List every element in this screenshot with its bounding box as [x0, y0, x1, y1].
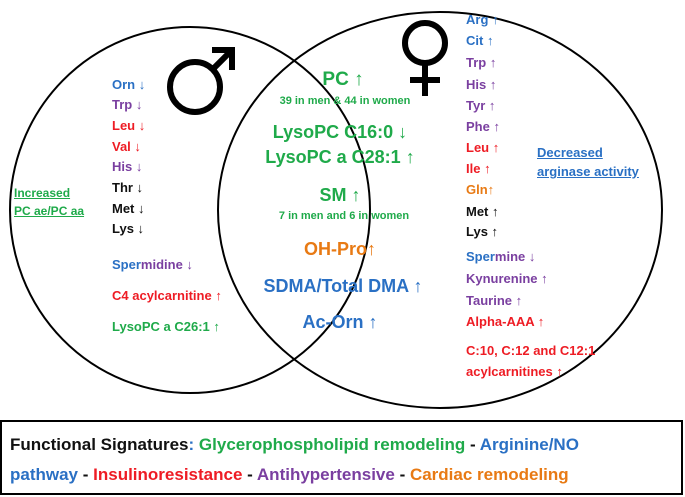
men-item-leu: Leu ↓ — [112, 118, 146, 133]
men-item-his: His ↓ — [112, 159, 143, 174]
men-item-met: Met ↓ — [112, 201, 145, 216]
women-item-arg: Arg ↑ — [466, 12, 499, 27]
legend-colon: : — [188, 435, 199, 454]
women-item-met: Met ↑ — [466, 204, 499, 219]
both-acorn: Ac-Orn ↑ — [302, 312, 378, 332]
women-item-his: His ↑ — [466, 77, 497, 92]
legend-sep-4: - — [394, 465, 410, 484]
both-pc-note: 39 in men & 44 in women — [279, 95, 411, 107]
women-item-lys: Lys ↑ — [466, 224, 499, 239]
male-symbol-icon — [167, 47, 235, 115]
women-side-label-2: arginase activity — [537, 164, 639, 179]
women-item-kynurenine: Kynurenine ↑ — [466, 271, 548, 286]
female-symbol-icon — [402, 20, 448, 96]
both-pc: PC ↑ — [322, 69, 364, 90]
spermidine-part-a: Sper — [112, 257, 141, 272]
both-ohpro: OH-Pro↑ — [304, 239, 376, 259]
men-side-label-1: Increased — [14, 186, 71, 200]
legend-antihypertensive: Antihypertensive — [256, 465, 395, 484]
women-item-acyl-1: C:10, C:12 and C12:1 — [466, 343, 596, 358]
women-item-acyl-2: acylcarnitines ↑ — [466, 364, 563, 379]
men-item-spermidine: Spermidine ↓ — [112, 258, 193, 271]
both-sm-note: 7 in men and 6 in women — [278, 210, 410, 222]
women-item-ile: Ile ↑ — [466, 161, 491, 176]
legend-sep-3: - — [242, 465, 257, 484]
women-item-spermine: Spermine ↓ — [466, 250, 535, 263]
women-item-leu: Leu ↑ — [466, 140, 500, 155]
men-item-orn: Orn ↓ — [112, 77, 146, 92]
both-sdma: SDMA/Total DMA ↑ — [263, 276, 423, 296]
men-item-trp: Trp ↓ — [112, 97, 143, 112]
men-item-c4: C4 acylcarnitine ↑ — [112, 288, 222, 303]
legend-title: Functional Signatures — [10, 435, 189, 454]
legend-arginine-1: Arginine/NO — [479, 435, 579, 454]
legend-line-1: Functional Signatures: Glycerophospholip… — [10, 436, 579, 453]
legend-cardiac-remodeling: Cardiac remodeling — [409, 465, 569, 484]
women-item-trp: Trp ↑ — [466, 55, 497, 70]
both-lysopc-c28: LysoPC a C28:1 ↑ — [265, 147, 415, 167]
women-circle — [217, 11, 663, 409]
women-item-alpha-aaa: Alpha-AAA ↑ — [466, 314, 545, 329]
men-item-thr: Thr ↓ — [112, 180, 144, 195]
men-side-label-2: PC ae/PC aa — [14, 204, 85, 218]
legend-line-2: pathway - Insulinoresistance - Antihyper… — [10, 466, 569, 483]
women-item-gln: Gln↑ — [466, 182, 495, 197]
men-circle — [9, 26, 371, 394]
women-item-phe: Phe ↑ — [466, 119, 500, 134]
legend-arginine-2: pathway — [10, 465, 79, 484]
legend-insulinoresistance: Insulinoresistance — [93, 465, 243, 484]
legend-sep-1: - — [465, 435, 480, 454]
venn-diagram — [9, 11, 663, 409]
women-item-cit: Cit ↑ — [466, 33, 494, 48]
spermine-part-b: mine ↓ — [494, 249, 536, 264]
spermidine-part-b: midine ↓ — [140, 257, 193, 272]
men-item-val: Val ↓ — [112, 139, 141, 154]
both-lysopc-c16: LysoPC C16:0 ↓ — [272, 122, 408, 142]
legend-sep-2: - — [78, 465, 94, 484]
legend-glycerophospholipid: Glycerophospholipid remodeling — [198, 435, 466, 454]
spermine-part-a: Sper — [466, 249, 495, 264]
functional-signatures-legend: Functional Signatures: Glycerophospholip… — [0, 420, 683, 495]
women-side-label-1: Decreased — [537, 145, 603, 160]
women-item-taurine: Taurine ↑ — [466, 293, 523, 308]
men-item-lysopc-c26: LysoPC a C26:1 ↑ — [112, 319, 220, 334]
men-item-lys: Lys ↓ — [112, 221, 145, 236]
both-sm: SM ↑ — [319, 185, 361, 205]
women-item-tyr: Tyr ↑ — [466, 98, 496, 113]
